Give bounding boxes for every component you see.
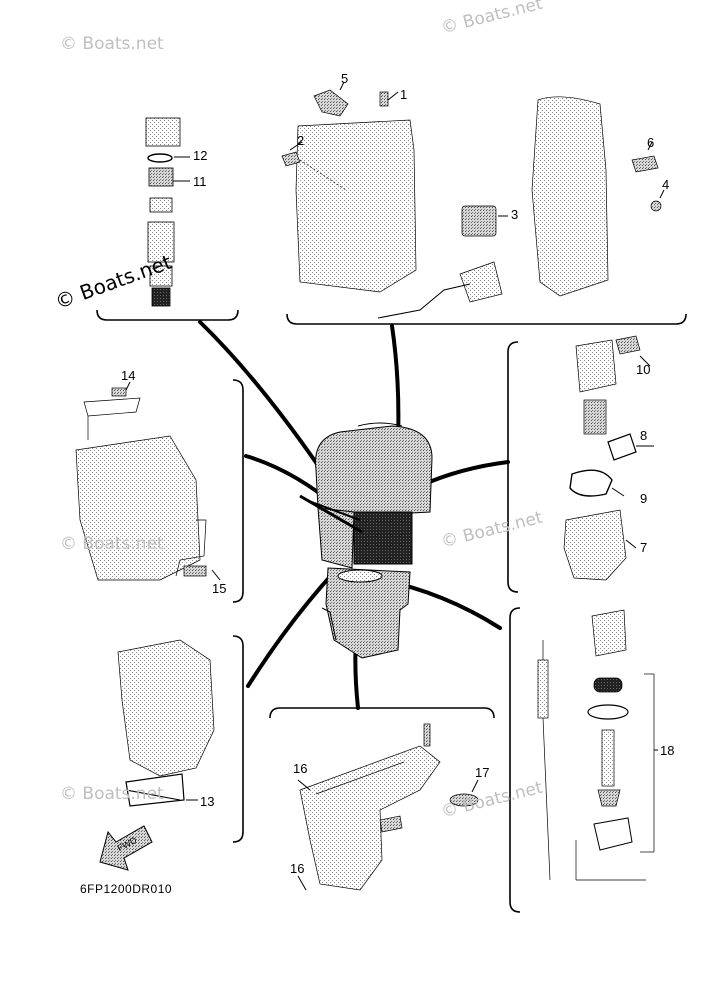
callout-3: 3 bbox=[511, 207, 519, 222]
watermark: © Boats.net bbox=[60, 784, 164, 804]
group-brackets bbox=[96, 309, 687, 913]
callout-5: 5 bbox=[341, 71, 349, 86]
lower-cowl-parts bbox=[117, 639, 215, 807]
water-pump-parts bbox=[537, 609, 658, 881]
callout-14: 14 bbox=[121, 368, 136, 383]
cowling-parts bbox=[75, 381, 221, 581]
diagram-code: 6FP1200DR010 bbox=[80, 882, 173, 896]
outboard-motor bbox=[299, 422, 433, 659]
callout-10: 10 bbox=[636, 362, 651, 377]
lower-unit-parts bbox=[297, 723, 479, 891]
callout-16-upper: 16 bbox=[293, 761, 308, 776]
watermark: © Boats.net bbox=[60, 34, 164, 54]
fuel-filter-assembly bbox=[145, 117, 190, 307]
watermark: © Boats.net bbox=[60, 534, 164, 554]
callout-6: 6 bbox=[647, 135, 655, 150]
callout-2: 2 bbox=[297, 133, 305, 148]
engine-block bbox=[281, 81, 665, 319]
callout-13: 13 bbox=[200, 794, 215, 809]
callout-8: 8 bbox=[640, 428, 648, 443]
callout-11: 11 bbox=[193, 174, 207, 189]
callout-17: 17 bbox=[475, 765, 490, 780]
callout-15: 15 bbox=[212, 581, 227, 596]
fuel-pump-parts bbox=[563, 335, 654, 581]
callout-16-lower: 16 bbox=[290, 861, 305, 876]
callout-12: 12 bbox=[193, 148, 208, 163]
callout-18: 18 bbox=[660, 743, 675, 758]
fwd-arrow bbox=[99, 825, 153, 871]
callout-1: 1 bbox=[400, 87, 408, 102]
callout-7: 7 bbox=[640, 540, 648, 555]
callout-4: 4 bbox=[662, 177, 670, 192]
callout-9: 9 bbox=[640, 491, 648, 506]
